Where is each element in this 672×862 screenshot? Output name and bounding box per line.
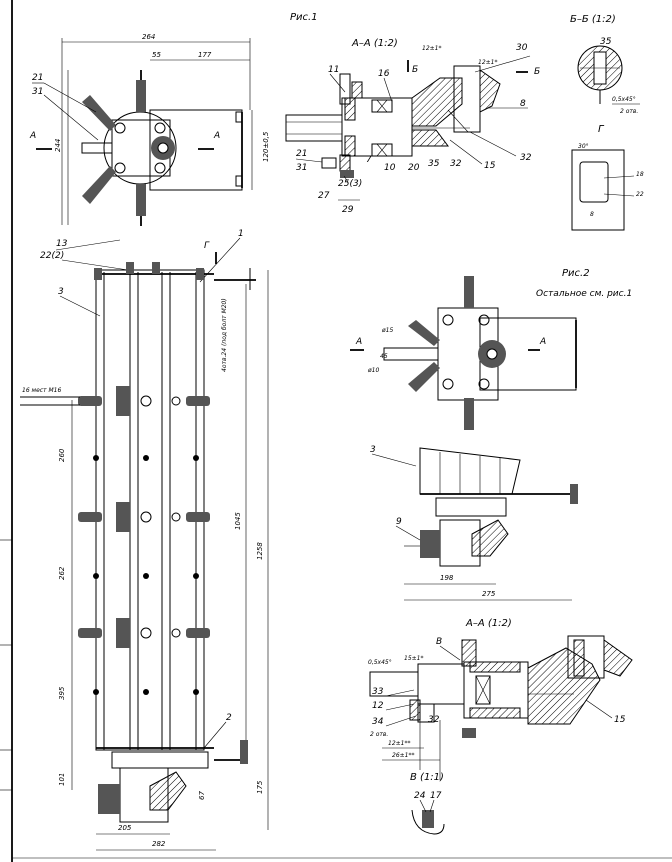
callout-7: 7: [366, 155, 372, 165]
tol-26: 26±1**: [392, 752, 414, 759]
callout-3a: 3: [58, 287, 64, 297]
callout-31: 31: [32, 87, 43, 97]
fig1-plan-view: Рис.1 264 55 177 244 120±0,5: [29, 12, 318, 271]
callout-29: 29: [342, 205, 354, 215]
dim-175: 175: [256, 780, 264, 794]
view-g-marker: Г: [204, 241, 210, 251]
callout-21b: 21: [296, 149, 307, 159]
main-elevation-view: 1 Г 3: [20, 229, 269, 851]
left-note: 16 мест М16: [22, 387, 61, 394]
fig2-title: Рис.2: [562, 268, 590, 279]
tol-12a: 12±1*: [422, 45, 441, 52]
insulator-row-1: [78, 386, 210, 416]
fig2-45: 45: [380, 353, 388, 360]
section-aa-top-title: А–А (1:2): [351, 38, 398, 49]
section-aa-bottom-title: А–А (1:2): [465, 618, 512, 629]
callout-32b: 32: [450, 159, 462, 169]
dim-275: 275: [482, 590, 496, 598]
callout-32a: 32: [520, 153, 532, 163]
fig2-cut-a-right: А: [539, 337, 546, 347]
callout-1: 1: [238, 229, 244, 239]
callout-35b: 35: [600, 37, 612, 47]
callout-35a: 35: [428, 159, 440, 169]
callout-25-3: 25(3): [338, 179, 362, 189]
insulator-row-2: [78, 502, 210, 532]
fig2-plan-view: Рис.2 Остальное см. рис.1 А А ø15 ø10 45: [350, 268, 632, 430]
callout-15a: 15: [484, 161, 496, 171]
fig1-title: Рис.1: [290, 12, 318, 23]
dim-395: 395: [58, 686, 66, 700]
callout-22g: 22: [636, 191, 644, 198]
callout-11: 11: [328, 65, 339, 75]
callout-24: 24: [414, 791, 426, 801]
callout-2: 2: [226, 713, 232, 723]
bb-rough: 0,5х45°: [612, 96, 636, 103]
cut-b-left: Б: [412, 65, 418, 75]
cut-a-right: А: [213, 131, 220, 141]
cut-b-right: Б: [534, 67, 540, 77]
callout-16: 16: [378, 69, 390, 79]
fig2-cut-a-left: А: [355, 337, 362, 347]
callout-12: 12: [372, 701, 384, 711]
callout-10: 10: [384, 163, 396, 173]
callout-9: 9: [396, 517, 402, 527]
detail-v-title: В (1:1): [410, 772, 444, 783]
aa2-holes: 2 отв.: [370, 731, 388, 738]
dim-55: 55: [152, 51, 161, 59]
dim-260: 260: [58, 448, 66, 462]
callout-32c: 32: [428, 715, 440, 725]
dim-177: 177: [198, 51, 212, 59]
cut-a-left: А: [29, 131, 36, 141]
callout-8: 8: [520, 99, 526, 109]
view-g-title: Г: [598, 124, 605, 135]
insulator-row-3: [78, 618, 210, 648]
dim-205: 205: [118, 824, 132, 832]
callout-30: 30: [516, 43, 528, 53]
dim-244: 244: [54, 139, 62, 152]
dim-67: 67: [198, 791, 206, 800]
dim-264: 264: [142, 33, 155, 41]
tol-12b: 12±1*: [478, 59, 497, 66]
callout-27: 27: [318, 191, 330, 201]
callout-22-2: 22(2): [40, 251, 64, 261]
detail-v: В (1:1) 24 17: [410, 772, 445, 835]
callout-3b: 3: [370, 445, 376, 455]
callout-13: 13: [56, 239, 68, 249]
tol-12c: 12±1**: [388, 740, 410, 747]
fig2-note: Остальное см. рис.1: [536, 289, 632, 299]
callout-17: 17: [430, 791, 442, 801]
section-aa-top: А–А (1:2) 12±1* 12±1* 30 Б Б: [285, 38, 540, 215]
callout-18: 18: [636, 171, 644, 178]
dim-101: 101: [58, 773, 66, 786]
dim-198: 198: [440, 574, 454, 582]
dim-120: 120±0,5: [262, 131, 270, 162]
section-aa-bottom: А–А (1:2) В 15±1* 0,5х45° 33 12 34 2 отв…: [368, 618, 633, 780]
callout-v-marker: В: [436, 637, 442, 647]
view-g: Г 30° 18 22 8: [571, 124, 644, 231]
callout-33: 33: [372, 687, 384, 697]
fig2-phi10: ø10: [367, 367, 379, 374]
callout-31b: 31: [296, 163, 307, 173]
section-bb: Б–Б (1:2) 35 0,5х45° 2 отв.: [570, 14, 640, 115]
side-note: 4отв.24 (под болт М20): [221, 298, 228, 372]
dim-1258: 1258: [256, 542, 264, 560]
fig2-side-view: 3 9 198 275: [370, 445, 578, 601]
callout-21: 21: [32, 73, 43, 83]
bb-holes: 2 отв.: [620, 108, 638, 115]
view-g-angle: 30°: [578, 143, 589, 150]
callout-34: 34: [372, 717, 384, 727]
callout-20: 20: [408, 163, 420, 173]
view-g-sub: 8: [590, 211, 594, 218]
dim-282: 282: [152, 840, 166, 848]
fig2-phi15: ø15: [381, 327, 393, 334]
callout-15b: 15: [614, 715, 626, 725]
tol-15a: 15±1*: [404, 655, 423, 662]
section-bb-title: Б–Б (1:2): [570, 14, 616, 25]
dim-262: 262: [58, 566, 66, 580]
aa2-rough: 0,5х45°: [368, 659, 392, 666]
dim-1045: 1045: [234, 512, 242, 530]
